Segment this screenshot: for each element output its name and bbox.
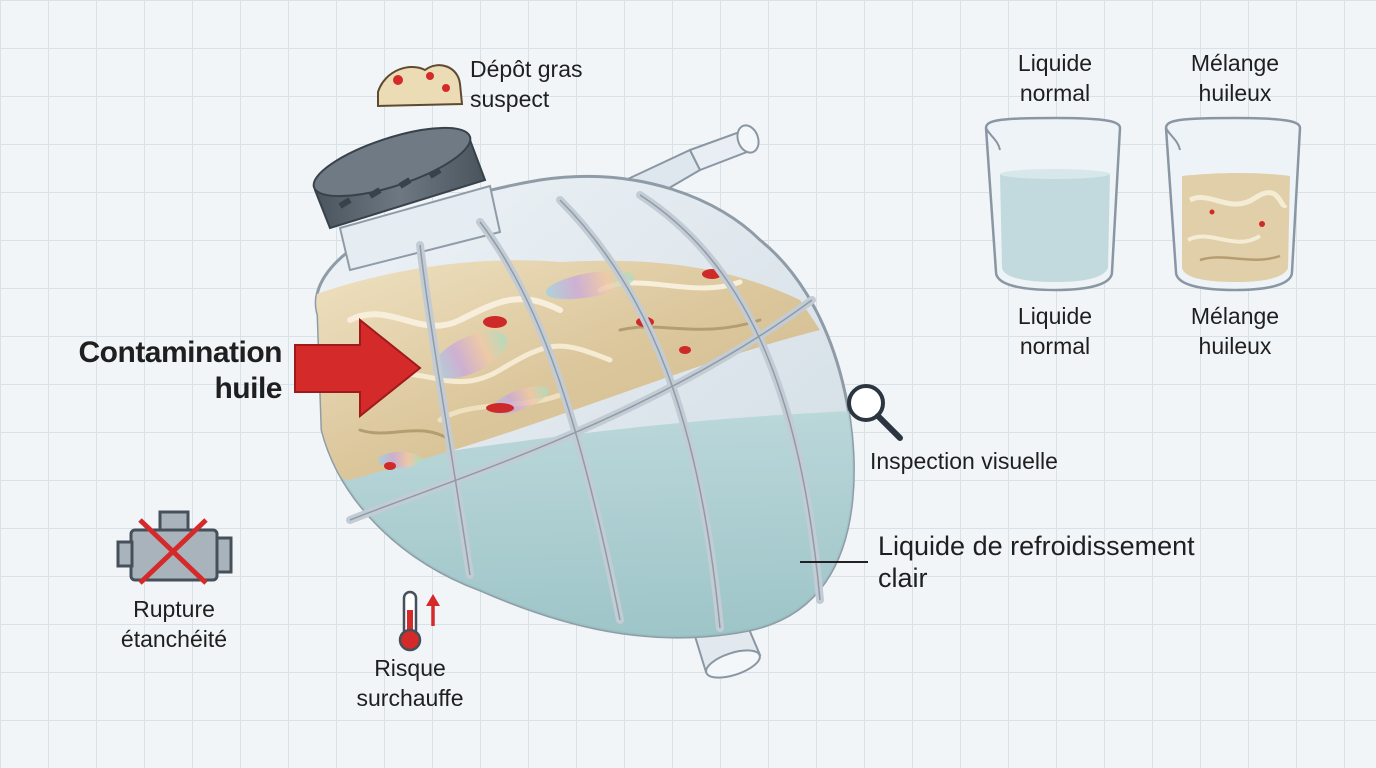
depot-label-line2: suspect: [470, 86, 550, 112]
risk-label-line2: surchauffe: [356, 685, 464, 711]
clear-coolant-label-line1: Liquide de refroidissement: [878, 531, 1195, 561]
tank-neck: [338, 184, 502, 272]
risk-label-line1: Risque: [374, 655, 446, 681]
beaker-clear-top-line1: Liquide: [1017, 50, 1093, 76]
thermometer-up-icon: [398, 590, 440, 652]
tank-straps-outline: [349, 194, 821, 629]
magnifier-icon: [847, 384, 903, 441]
tank-cap: [312, 126, 487, 230]
beaker-clear-bottom-line1: Liquide: [1017, 303, 1093, 329]
contamination-label-line2: huile: [214, 372, 282, 405]
clear-coolant-label-line2: clair: [878, 563, 928, 593]
rupture-label: Rupture étanchéité: [100, 594, 248, 654]
inspection-label: Inspection visuelle: [870, 446, 1058, 476]
beaker-clear: [984, 116, 1122, 292]
beaker-clear-bottom-label: Liquide normal: [985, 301, 1125, 361]
expansion-tank: [312, 124, 855, 679]
beaker-oily-bottom-label: Mélange huileux: [1165, 301, 1305, 361]
depot-label-line1: Dépôt gras: [470, 56, 583, 82]
contamination-label-line1: Contamination: [78, 336, 283, 369]
rupture-label-line2: étanchéité: [120, 626, 228, 652]
rupture-label-line1: Rupture: [133, 596, 215, 622]
depot-label: Dépôt gras suspect: [470, 54, 583, 114]
clear-coolant-label: Liquide de refroidissement clair: [878, 530, 1195, 594]
contamination-label: Contamination huile: [40, 335, 283, 407]
beaker-oily-top-line2: huileux: [1198, 80, 1272, 106]
beaker-clear-top-label: Liquide normal: [985, 48, 1125, 108]
risk-label: Risque surchauffe: [340, 653, 480, 713]
engine-crossed-icon: [116, 510, 233, 585]
red-contaminant-spots: [384, 269, 722, 470]
beaker-oily-bottom-line1: Mélange: [1190, 303, 1280, 329]
beaker-oily-top-label: Mélange huileux: [1165, 48, 1305, 108]
beaker-oily-bottom-line2: huileux: [1198, 333, 1272, 359]
beaker-oily-top-line1: Mélange: [1190, 50, 1280, 76]
beaker-oily: [1164, 116, 1302, 292]
beaker-clear-bottom-line2: normal: [1019, 333, 1091, 359]
inspection-label-text: Inspection visuelle: [870, 448, 1058, 474]
beaker-clear-top-line2: normal: [1019, 80, 1091, 106]
arrow-right-icon: [294, 317, 422, 419]
oil-deposit-icon: [377, 64, 464, 108]
